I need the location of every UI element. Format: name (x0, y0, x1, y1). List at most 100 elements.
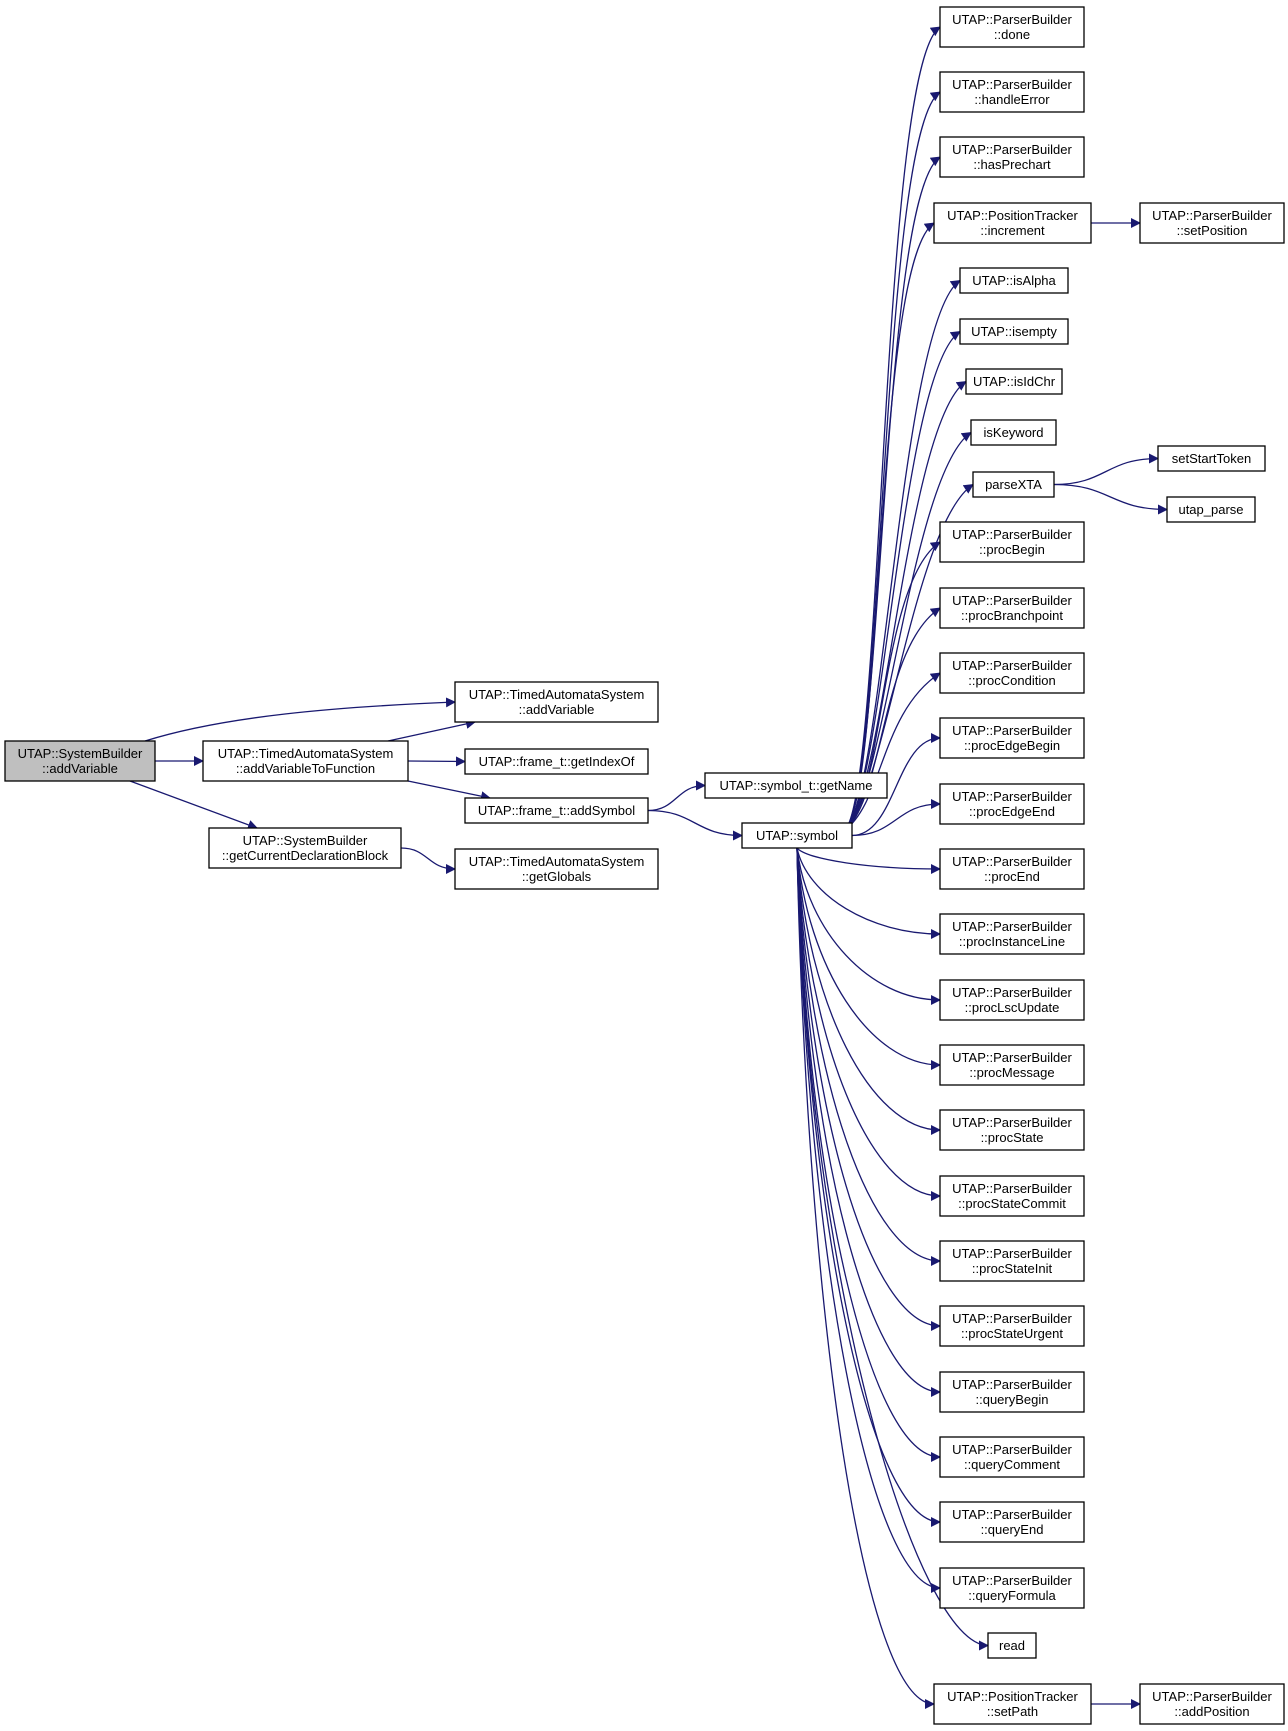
node-pb_procStateCommit[interactable]: UTAP::ParserBuilder::procStateCommit (939, 1175, 1085, 1217)
edge-symbol-to-pb_handleError (843, 91, 941, 832)
node-label-line: ::procEdgeEnd (969, 804, 1055, 819)
edge-symbol-to-pb_hasPrechart (843, 156, 941, 832)
node-box (939, 1501, 1085, 1543)
edge-symbol-to-pb_procStateUrgent (796, 847, 941, 1331)
node-label-line: UTAP::symbol (756, 828, 838, 843)
node-isIdChr[interactable]: UTAP::isIdChr (965, 368, 1063, 395)
edge-symbol-to-pb_procCondition (843, 672, 941, 832)
node-tas_addVariableToFunction[interactable]: UTAP::TimedAutomataSystem::addVariableTo… (202, 740, 409, 782)
node-pb_procBranchpoint[interactable]: UTAP::ParserBuilder::procBranchpoint (939, 587, 1085, 629)
node-box (939, 1567, 1085, 1609)
node-pb_addPosition[interactable]: UTAP::ParserBuilder::addPosition (1139, 1683, 1285, 1725)
node-box (208, 827, 402, 869)
node-label-line: ::queryEnd (981, 1522, 1044, 1537)
node-pb_procEdgeBegin[interactable]: UTAP::ParserBuilder::procEdgeBegin (939, 717, 1085, 759)
node-box (464, 797, 649, 824)
node-label-line: ::addVariable (519, 702, 595, 717)
node-box (959, 318, 1069, 345)
node-box (939, 1240, 1085, 1282)
node-label-line: UTAP::frame_t::addSymbol (478, 803, 635, 818)
node-label-line: UTAP::symbol_t::getName (720, 778, 873, 793)
edge-tas_addVariableToFunction-to-tas_addVariable (387, 719, 476, 742)
node-box (939, 717, 1085, 759)
node-label-line: parseXTA (985, 477, 1042, 492)
node-pb_hasPrechart[interactable]: UTAP::ParserBuilder::hasPrechart (939, 136, 1085, 178)
edge-symbol-to-pb_queryComment (796, 847, 941, 1462)
node-tas_getGlobals[interactable]: UTAP::TimedAutomataSystem::getGlobals (454, 848, 659, 890)
node-frame_addSymbol[interactable]: UTAP::frame_t::addSymbol (464, 797, 649, 824)
node-pb_procMessage[interactable]: UTAP::ParserBuilder::procMessage (939, 1044, 1085, 1086)
node-pb_queryEnd[interactable]: UTAP::ParserBuilder::queryEnd (939, 1501, 1085, 1543)
node-symbol[interactable]: UTAP::symbol (741, 822, 853, 849)
node-label-line: ::increment (980, 223, 1045, 238)
node-pb_procStateInit[interactable]: UTAP::ParserBuilder::procStateInit (939, 1240, 1085, 1282)
node-pb_procEdgeEnd[interactable]: UTAP::ParserBuilder::procEdgeEnd (939, 783, 1085, 825)
node-tas_addVariable[interactable]: UTAP::TimedAutomataSystem::addVariable (454, 681, 659, 723)
node-label-line: ::addVariable (42, 761, 118, 776)
node-pb_procState[interactable]: UTAP::ParserBuilder::procState (939, 1109, 1085, 1151)
node-label-line: UTAP::ParserBuilder (952, 723, 1072, 738)
node-read[interactable]: read (987, 1632, 1037, 1659)
node-box (939, 521, 1085, 563)
node-pb_queryComment[interactable]: UTAP::ParserBuilder::queryComment (939, 1436, 1085, 1478)
edge-symbol-to-pb_done (843, 26, 941, 832)
edge-root-to-tas_addVariable (144, 697, 456, 742)
edge-symbol-to-isIdChr (843, 380, 967, 832)
node-label-line: UTAP::ParserBuilder (952, 1311, 1072, 1326)
node-box (454, 681, 659, 723)
node-pb_setPosition[interactable]: UTAP::ParserBuilder::setPosition (1139, 202, 1285, 244)
node-pb_procLscUpdate[interactable]: UTAP::ParserBuilder::procLscUpdate (939, 979, 1085, 1021)
node-root[interactable]: UTAP::SystemBuilder::addVariable (4, 740, 156, 782)
node-pb_done[interactable]: UTAP::ParserBuilder::done (939, 6, 1085, 48)
node-box (4, 740, 156, 782)
node-label-line: UTAP::ParserBuilder (952, 985, 1072, 1000)
node-pb_procBegin[interactable]: UTAP::ParserBuilder::procBegin (939, 521, 1085, 563)
node-label-line: ::getCurrentDeclarationBlock (222, 848, 389, 863)
node-label-line: UTAP::SystemBuilder (243, 833, 368, 848)
edge-parseXTA-to-utap_parse (1053, 483, 1168, 515)
node-label-line: ::queryBegin (976, 1392, 1049, 1407)
node-label-line: UTAP::ParserBuilder (952, 1573, 1072, 1588)
node-label-line: UTAP::ParserBuilder (952, 919, 1072, 934)
edge-symbol-to-pb_procBranchpoint (843, 607, 941, 832)
node-box (972, 471, 1055, 498)
edge-symbol-to-pb_procState (796, 847, 941, 1135)
node-isempty[interactable]: UTAP::isempty (959, 318, 1069, 345)
node-box (939, 1371, 1085, 1413)
node-pb_procEnd[interactable]: UTAP::ParserBuilder::procEnd (939, 848, 1085, 890)
node-pb_queryFormula[interactable]: UTAP::ParserBuilder::queryFormula (939, 1567, 1085, 1609)
node-label-line: UTAP::ParserBuilder (952, 1115, 1072, 1130)
node-pt_increment[interactable]: UTAP::PositionTracker::increment (933, 202, 1092, 244)
node-isAlpha[interactable]: UTAP::isAlpha (959, 267, 1069, 294)
node-frame_getIndexOf[interactable]: UTAP::frame_t::getIndexOf (464, 748, 649, 775)
node-box (939, 1436, 1085, 1478)
node-label-line: read (999, 1638, 1025, 1653)
node-pb_procCondition[interactable]: UTAP::ParserBuilder::procCondition (939, 652, 1085, 694)
node-label-line: ::procCondition (968, 673, 1055, 688)
node-pt_setPath[interactable]: UTAP::PositionTracker::setPath (933, 1683, 1092, 1725)
node-box (939, 136, 1085, 178)
node-label-line: UTAP::frame_t::getIndexOf (479, 754, 635, 769)
node-label-line: ::procLscUpdate (965, 1000, 1060, 1015)
edge-symbol-to-pb_queryBegin (796, 847, 941, 1397)
node-pb_procStateUrgent[interactable]: UTAP::ParserBuilder::procStateUrgent (939, 1305, 1085, 1347)
node-pb_procInstanceLine[interactable]: UTAP::ParserBuilder::procInstanceLine (939, 913, 1085, 955)
node-pb_queryBegin[interactable]: UTAP::ParserBuilder::queryBegin (939, 1371, 1085, 1413)
node-utap_parse[interactable]: utap_parse (1166, 496, 1256, 523)
node-label-line: UTAP::TimedAutomataSystem (218, 746, 394, 761)
node-parseXTA[interactable]: parseXTA (972, 471, 1055, 498)
node-pb_handleError[interactable]: UTAP::ParserBuilder::handleError (939, 71, 1085, 113)
node-label-line: ::queryComment (964, 1457, 1060, 1472)
node-box (939, 848, 1085, 890)
node-label-line: UTAP::ParserBuilder (952, 1507, 1072, 1522)
node-box (939, 587, 1085, 629)
node-setStartToken[interactable]: setStartToken (1157, 445, 1266, 472)
node-sb_getCurrentDeclarationBlock[interactable]: UTAP::SystemBuilder::getCurrentDeclarati… (208, 827, 402, 869)
node-label-line: UTAP::isIdChr (973, 374, 1056, 389)
node-symbol_getName[interactable]: UTAP::symbol_t::getName (704, 772, 888, 799)
edge-symbol-to-pt_increment (843, 222, 935, 832)
node-label-line: UTAP::ParserBuilder (952, 142, 1072, 157)
node-label-line: UTAP::ParserBuilder (952, 1377, 1072, 1392)
node-label-line: UTAP::ParserBuilder (1152, 1689, 1272, 1704)
node-isKeyword[interactable]: isKeyword (970, 419, 1057, 446)
